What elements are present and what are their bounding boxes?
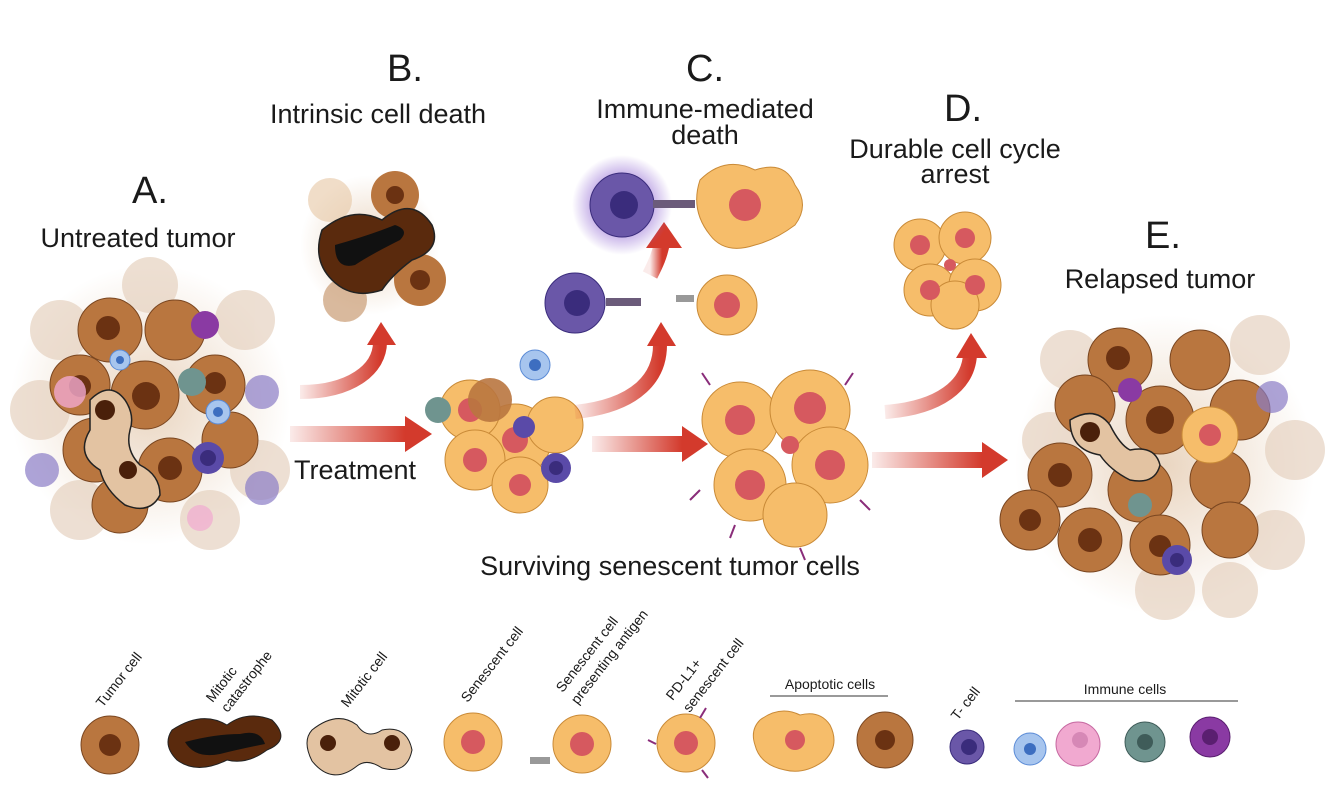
arrow-to-intrinsic-death bbox=[299, 341, 387, 399]
arrow-to-relapsed-tumor bbox=[872, 442, 1008, 478]
treatment-label: Treatment bbox=[293, 455, 417, 485]
relapsed-tumor-cluster bbox=[999, 315, 1325, 620]
stage-d-title-line2: arrest bbox=[920, 159, 990, 189]
stage-b-letter: B. bbox=[387, 48, 423, 90]
stage-b-title: Intrinsic cell death bbox=[269, 99, 487, 129]
senescent-cluster-1 bbox=[425, 349, 584, 514]
arrow-to-senescent-cluster-2 bbox=[592, 426, 708, 462]
arrow-head-c-lower bbox=[647, 322, 676, 346]
untreated-tumor-cluster bbox=[10, 257, 290, 550]
legend-icons bbox=[80, 695, 1238, 779]
treatment-arrow bbox=[290, 416, 432, 452]
arrow-to-immune-death bbox=[574, 344, 667, 419]
stage-c-title-line1: Immune-mediated bbox=[596, 94, 814, 124]
durable-arrest-cluster bbox=[893, 211, 1002, 330]
stage-d-title-line1: Durable cell cycle bbox=[849, 134, 1061, 164]
stage-c-letter: C. bbox=[686, 48, 724, 90]
surviving-cells-label: Surviving senescent tumor cells bbox=[480, 551, 860, 581]
immune-mediated-death bbox=[544, 155, 803, 336]
arrow-head-d bbox=[956, 333, 987, 358]
stage-e-letter: E. bbox=[1145, 215, 1181, 257]
legend-mitotic-cell-icon bbox=[306, 718, 413, 776]
legend-immune-cells-label: Immune cells bbox=[1083, 681, 1167, 697]
legend-apoptotic-label: Apoptotic cells bbox=[784, 676, 876, 692]
senescent-cluster-2 bbox=[689, 369, 871, 561]
arrow-head-b bbox=[367, 322, 396, 345]
arrow-to-durable-arrest bbox=[884, 354, 977, 419]
stage-a-title: Untreated tumor bbox=[40, 223, 236, 253]
intrinsic-death-cluster bbox=[300, 171, 446, 322]
stage-a-letter: A. bbox=[132, 170, 168, 212]
stage-e-title: Relapsed tumor bbox=[1064, 264, 1256, 294]
stage-c-title-line2: death bbox=[671, 120, 739, 150]
stage-d-letter: D. bbox=[944, 88, 982, 130]
